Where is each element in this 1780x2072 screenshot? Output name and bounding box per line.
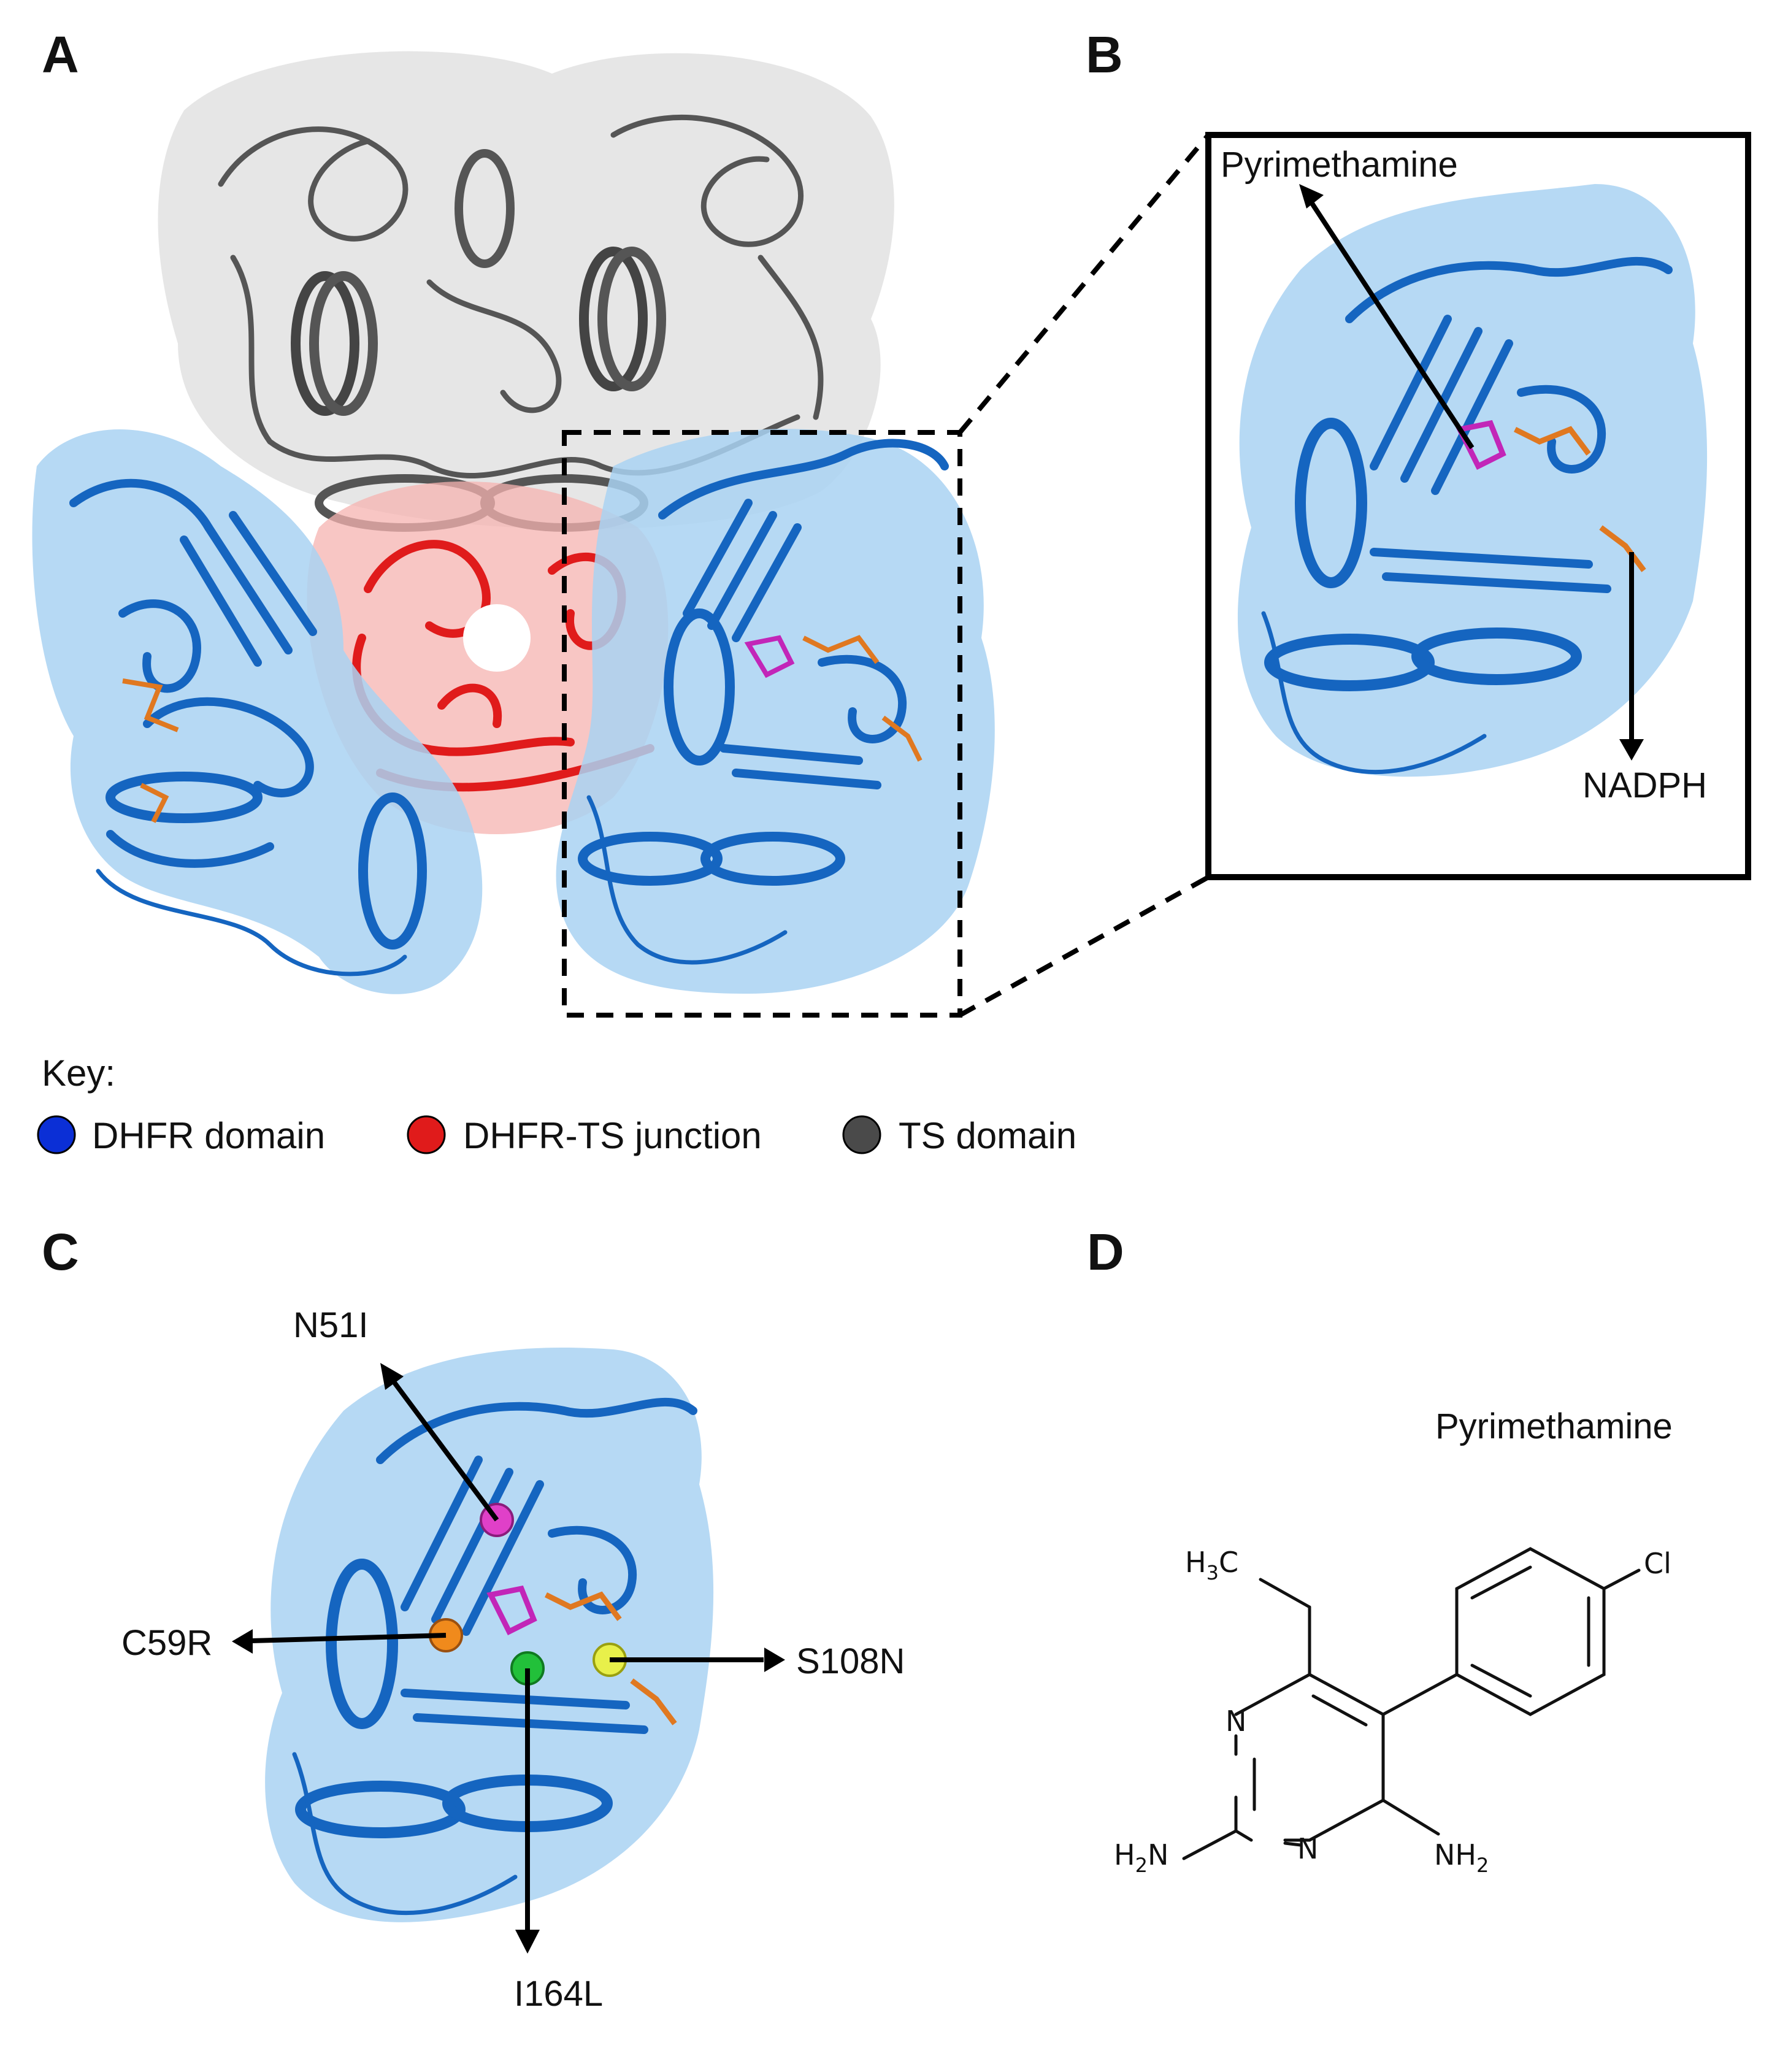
panel-d: D Pyrimethamine H3C Cl N	[1087, 1223, 1673, 1877]
key-ts-swatch	[842, 1115, 881, 1154]
dhfr-domain-right	[556, 429, 995, 994]
atom-h3c: H3C	[1185, 1546, 1238, 1584]
panel-c: C N51I C59R S108N I164L	[42, 1223, 905, 2014]
dhfr-domain-left	[32, 429, 483, 994]
mutation-i164l-label: I164L	[514, 1974, 603, 2014]
atom-n1: N	[1226, 1705, 1246, 1738]
label-pyrimethamine: Pyrimethamine	[1221, 145, 1458, 185]
key-junction-swatch	[407, 1115, 446, 1154]
pyrimethamine-arrow	[1309, 201, 1475, 450]
dhfr-domain-zoom	[1237, 184, 1708, 777]
pyrimethamine-arrowhead	[1299, 184, 1324, 209]
panel-d-letter: D	[1087, 1223, 1124, 1281]
label-nadph: NADPH	[1582, 765, 1707, 805]
atom-n3: N	[1297, 1832, 1318, 1865]
panel-b-letter: B	[1086, 26, 1123, 83]
atom-nh2: NH2	[1434, 1838, 1489, 1877]
mutation-n51i-label: N51I	[293, 1305, 369, 1345]
s108n-arrowhead	[764, 1648, 785, 1672]
panel-b: B Pyrimethamine NADPH	[1086, 26, 1751, 880]
zoom-line-bottom	[959, 875, 1210, 1018]
key-title: Key:	[42, 1053, 115, 1094]
n51i-arrowhead	[380, 1363, 404, 1390]
pyrimethamine-title: Pyrimethamine	[1435, 1406, 1673, 1446]
inset-box-dashed	[562, 430, 962, 1018]
panel-c-letter: C	[42, 1223, 79, 1281]
pyrimethamine-structure: H3C Cl N N H2N NH2	[1114, 1546, 1671, 1877]
c59r-arrow	[251, 1633, 447, 1643]
panel-a-letter: A	[42, 26, 79, 83]
key-dhfr-swatch	[37, 1115, 76, 1154]
nadph-arrowhead	[1619, 739, 1644, 761]
key-legend: Key: DHFR domain DHFR-TS junction TS dom…	[37, 1053, 1076, 1156]
mutation-s108n-label: S108N	[796, 1641, 905, 1681]
atom-h2n: H2N	[1114, 1838, 1168, 1877]
c59r-arrowhead	[232, 1629, 253, 1654]
key-ts-label: TS domain	[899, 1115, 1076, 1156]
zoom-line-top	[957, 133, 1211, 434]
dhfr-domain-mutations	[265, 1347, 714, 1922]
key-junction-label: DHFR-TS junction	[463, 1115, 762, 1156]
key-dhfr-label: DHFR domain	[92, 1115, 325, 1156]
atom-cl: Cl	[1644, 1547, 1671, 1580]
i164l-arrowhead	[515, 1930, 540, 1954]
n51i-arrow	[390, 1378, 499, 1522]
panel-b-frame	[1205, 132, 1751, 880]
mutation-c59r-label: C59R	[121, 1623, 212, 1663]
panel-a: A	[32, 26, 1211, 1018]
